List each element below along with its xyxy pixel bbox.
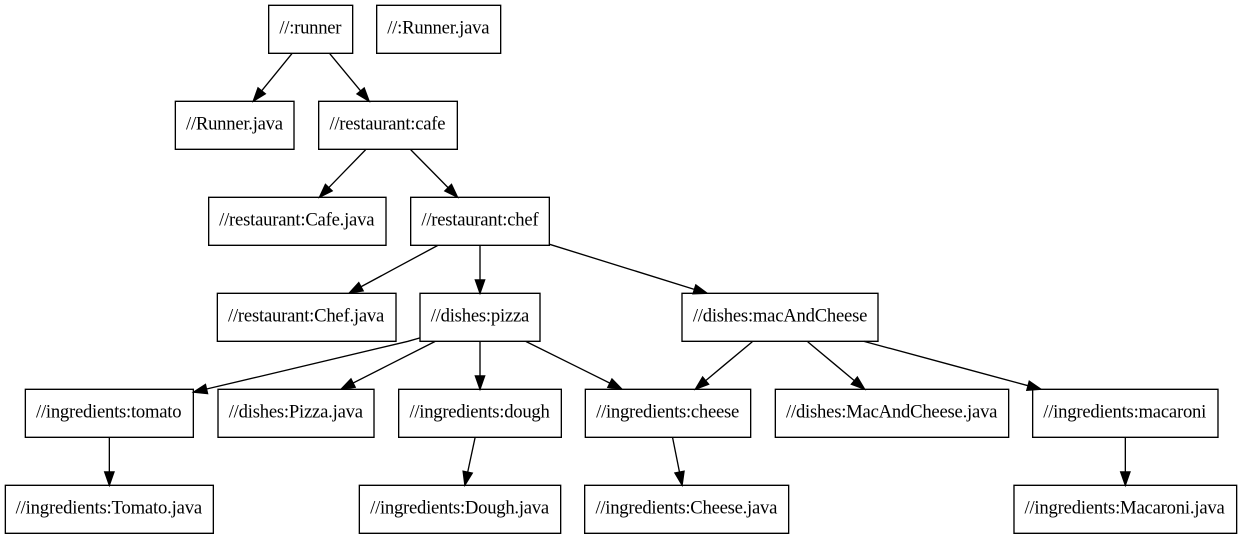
svg-text://restaurant:Chef.java: //restaurant:Chef.java <box>228 306 385 327</box>
svg-text://restaurant:cafe: //restaurant:cafe <box>329 114 445 135</box>
svg-text://dishes:pizza: //dishes:pizza <box>431 306 530 327</box>
svg-text://:Runner.java: //:Runner.java <box>387 18 490 39</box>
svg-text://restaurant:Cafe.java: //restaurant:Cafe.java <box>219 210 375 231</box>
svg-text://ingredients:Macaroni.java: //ingredients:Macaroni.java <box>1024 498 1225 519</box>
svg-text://:runner: //:runner <box>279 18 342 39</box>
svg-text://ingredients:Cheese.java: //ingredients:Cheese.java <box>595 498 778 519</box>
svg-text://ingredients:dough: //ingredients:dough <box>409 402 550 423</box>
svg-text://dishes:macAndCheese: //dishes:macAndCheese <box>693 306 867 327</box>
svg-text://dishes:MacAndCheese.java: //dishes:MacAndCheese.java <box>786 402 998 423</box>
svg-text://ingredients:macaroni: //ingredients:macaroni <box>1043 402 1206 423</box>
svg-text://ingredients:Tomato.java: //ingredients:Tomato.java <box>16 498 203 519</box>
svg-text://ingredients:tomato: //ingredients:tomato <box>36 402 181 423</box>
svg-text://ingredients:Dough.java: //ingredients:Dough.java <box>370 498 550 519</box>
svg-text://Runner.java: //Runner.java <box>186 114 284 135</box>
svg-text://restaurant:chef: //restaurant:chef <box>421 210 539 231</box>
svg-text://dishes:Pizza.java: //dishes:Pizza.java <box>229 402 364 423</box>
svg-text://ingredients:cheese: //ingredients:cheese <box>596 402 739 423</box>
